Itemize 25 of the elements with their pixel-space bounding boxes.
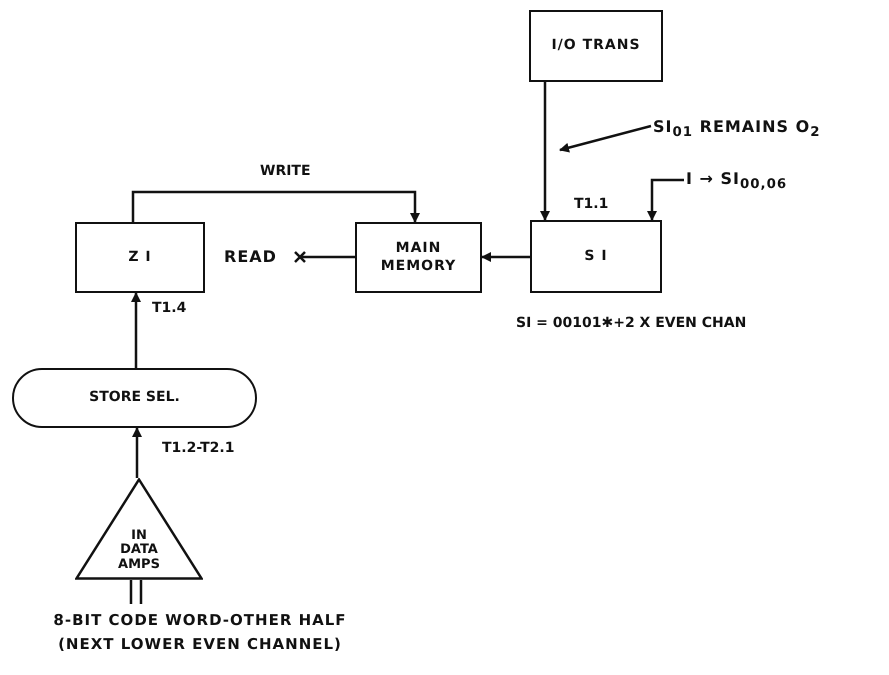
- amplifier-triangle: [75, 478, 203, 580]
- signal-note: SI$_{01}$ REMAINS O$_{2}$: [653, 116, 820, 142]
- input-note: 8-BIT CODE WORD-OTHER HALF (NEXT LOWER EVEN CHANNEL): [52, 610, 348, 655]
- read-label: READ: [224, 247, 277, 267]
- node-label: STORE SEL.: [89, 389, 180, 407]
- signal-note: I → SI$_{00,06}$: [686, 168, 788, 194]
- node-label: IN DATA AMPS: [117, 529, 161, 572]
- connector-line: [130, 578, 142, 606]
- arrow: [132, 190, 420, 223]
- node-label: MAIN MEMORY: [380, 240, 458, 275]
- node-label: S I: [583, 248, 609, 266]
- process-box: [529, 10, 663, 82]
- process-box: [355, 222, 482, 293]
- arrow: [481, 252, 530, 262]
- node-label: I/O TRANS: [550, 37, 642, 55]
- node-label: Z I: [127, 248, 153, 266]
- arrow: [132, 427, 142, 478]
- pointer-arrow: [559, 124, 652, 153]
- formula-note: SI = 00101✱+2 X EVEN CHAN: [516, 315, 746, 332]
- process-box: [75, 222, 205, 293]
- arrow: [647, 178, 684, 221]
- timing-label: T1.1: [574, 196, 608, 214]
- arrow: [131, 292, 141, 368]
- connector-line: [300, 256, 355, 258]
- arrow: [540, 82, 550, 221]
